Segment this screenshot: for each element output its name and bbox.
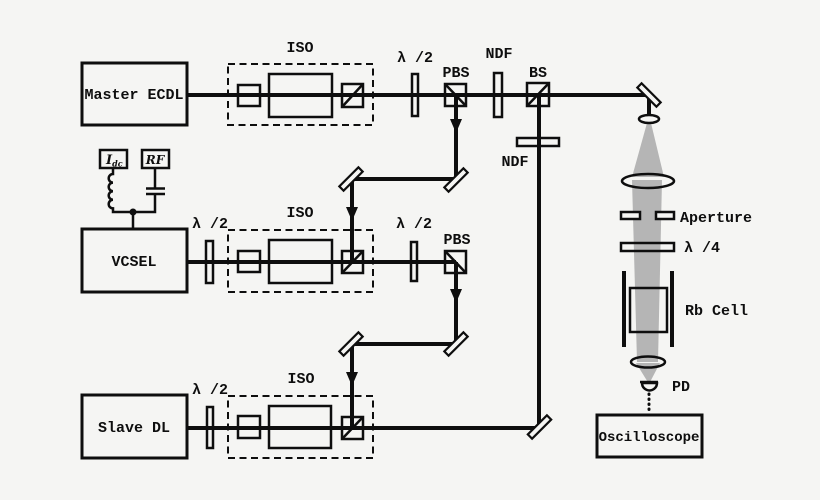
ndf-mid-label: NDF (501, 154, 528, 171)
mirror-bottom-right (526, 413, 553, 441)
quarter-wave-label: λ /4 (684, 240, 720, 257)
dc-current-source-label: Idc (105, 153, 123, 169)
rf-source-label: RF (145, 153, 166, 167)
mirror-pbs-top-down (442, 166, 470, 194)
capacitor-lead-bottom (133, 194, 157, 214)
inductor-symbol (107, 168, 133, 214)
photodetector (640, 381, 659, 392)
master-ecdl-label: Master ECDL (84, 87, 183, 104)
mirror-pbs-mid-down (442, 330, 470, 358)
aperture-left-blade (619, 210, 642, 221)
mirror-top-right (635, 81, 663, 109)
mirror-to-vcsel-iso (337, 165, 365, 193)
arrow-down-pbs-mid (450, 289, 462, 303)
aperture-right-blade (654, 210, 676, 221)
ndf-top-label: NDF (485, 46, 512, 63)
rb-cell-body (628, 286, 669, 334)
arrow-down-into-slave-iso (346, 372, 358, 386)
small-lens (637, 113, 661, 125)
beam-expanding-cone (632, 123, 664, 177)
slave-dl-label: Slave DL (98, 420, 170, 437)
half-wave-vcsel-label: λ /2 (192, 216, 228, 233)
bs-label: BS (529, 65, 547, 82)
oscilloscope-box (595, 413, 704, 459)
collimating-lens (620, 172, 676, 190)
rb-cell-label: Rb Cell (685, 303, 748, 320)
half-wave-mid-label: λ /2 (396, 216, 432, 233)
aperture-label: Aperture (680, 210, 752, 227)
pbs-top-label: PBS (442, 65, 469, 82)
iso-mid-label: ISO (286, 205, 313, 222)
pd-label: PD (672, 379, 690, 396)
arrow-down-pbs-top (450, 119, 462, 133)
slave-dl-box (80, 393, 189, 460)
arrow-down-into-vcsel-iso (346, 207, 358, 221)
mirror-to-slave-iso (337, 330, 365, 358)
rb-cell-left-wall (622, 271, 626, 347)
vcsel-label: VCSEL (111, 254, 156, 271)
iso-bottom-label: ISO (287, 371, 314, 388)
beam-column (632, 180, 662, 362)
half-wave-slave-label: λ /2 (192, 382, 228, 399)
quarter-wave-plate (619, 241, 676, 253)
iso-top-label: ISO (286, 40, 313, 57)
half-wave-top-label: λ /2 (397, 50, 433, 67)
oscilloscope-label: Oscilloscope (599, 430, 700, 446)
focusing-lens (629, 355, 667, 369)
pbs-mid-label: PBS (443, 232, 470, 249)
vcsel-box (80, 227, 189, 294)
rb-cell-right-wall (670, 271, 674, 347)
